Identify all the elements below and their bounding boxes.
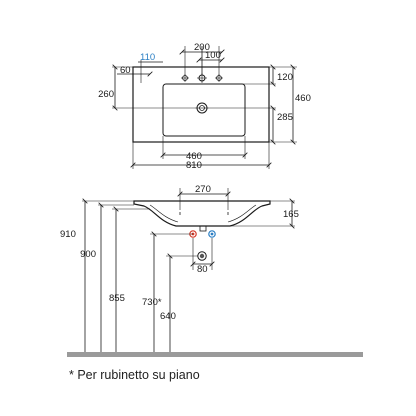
cold-water-icon xyxy=(208,230,216,238)
dim-drain-to-front: 285 xyxy=(277,112,293,123)
dim-top-height: 900 xyxy=(80,249,96,260)
dim-waste-width: 80 xyxy=(197,264,208,275)
floor-line xyxy=(67,352,363,357)
dim-tap-offset: 110 xyxy=(140,52,155,63)
dim-front-to-drain: 260 xyxy=(98,89,114,100)
dim-back-to-taphole: 120 xyxy=(277,72,293,83)
bowl-outline-top xyxy=(162,83,246,137)
dim-basin-span: 270 xyxy=(195,184,211,195)
dim-basin-width: 460 xyxy=(186,151,202,162)
tap-hole-icon xyxy=(181,74,189,82)
drain-icon xyxy=(195,102,209,114)
dim-total-depth: 460 xyxy=(295,93,311,104)
dim-total-width: 810 xyxy=(186,160,202,171)
side-view: 270 165 80 xyxy=(60,184,363,357)
dim-rim-height: 910 xyxy=(60,229,76,240)
footnote: * Per rubinetto su piano xyxy=(69,368,200,382)
waste-pipe-icon xyxy=(197,251,207,261)
dim-cabinet-height: 855 xyxy=(109,293,125,304)
dim-tap-height: 730* xyxy=(142,297,162,308)
dim-waste-height: 640 xyxy=(160,311,176,322)
dim-basin-height: 165 xyxy=(283,209,299,220)
basin-profile-side xyxy=(133,200,271,227)
dim-tap-spacing-inner: 100 xyxy=(205,50,221,61)
top-view: 200 100 110 60 260 120 285 460 xyxy=(98,42,311,171)
basin-outline-top xyxy=(132,66,270,143)
dim-rim-offset: 60 xyxy=(120,65,131,76)
tap-hole-icon xyxy=(215,74,223,82)
dim-tap-spacing-outer: 200 xyxy=(194,42,210,53)
